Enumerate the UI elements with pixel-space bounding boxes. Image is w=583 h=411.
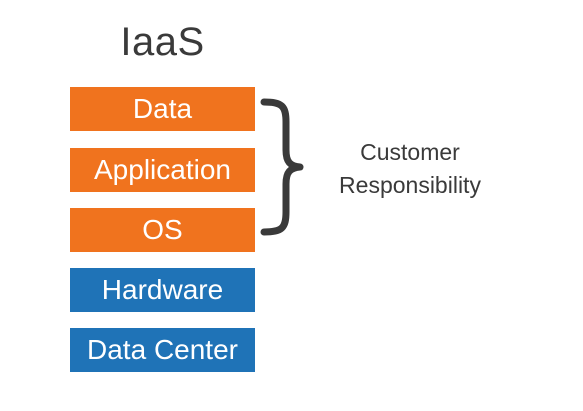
layer-application: Application — [70, 148, 255, 192]
layer-data: Data — [70, 87, 255, 131]
customer-responsibility-label: Customer Responsibility — [310, 136, 510, 203]
responsibility-line-2: Responsibility — [339, 172, 481, 199]
layer-os: OS — [70, 208, 255, 252]
curly-brace-icon — [260, 98, 304, 236]
layer-hardware: Hardware — [70, 268, 255, 312]
responsibility-line-1: Customer — [360, 139, 460, 165]
layer-data-center: Data Center — [70, 328, 255, 372]
diagram-title: IaaS — [120, 20, 205, 64]
